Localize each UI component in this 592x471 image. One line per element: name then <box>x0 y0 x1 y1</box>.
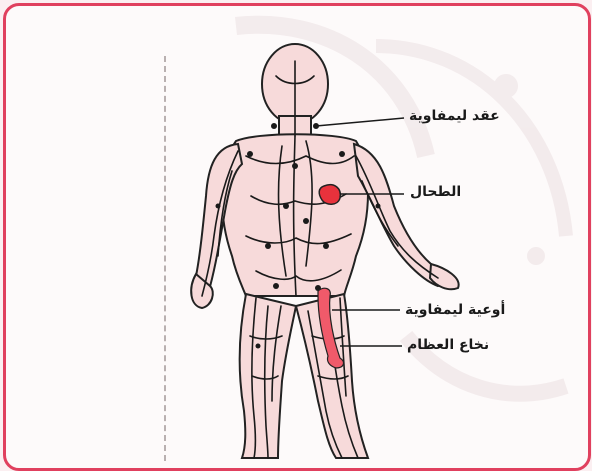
label-lymph-vessels: أوعية ليمفاوية <box>405 302 505 318</box>
leader-line-lymph-nodes <box>316 118 404 126</box>
label-bone-marrow: نخاع العظام <box>407 337 489 353</box>
diagram-frame: عقد ليمفاوية الطحال أوعية ليمفاوية نخاع … <box>3 3 591 471</box>
label-lymph-nodes: عقد ليمفاوية <box>409 108 500 124</box>
body-outline <box>191 44 458 458</box>
lymphatic-system-figure <box>6 6 588 468</box>
spleen-organ <box>319 185 340 205</box>
label-spleen: الطحال <box>410 184 461 200</box>
